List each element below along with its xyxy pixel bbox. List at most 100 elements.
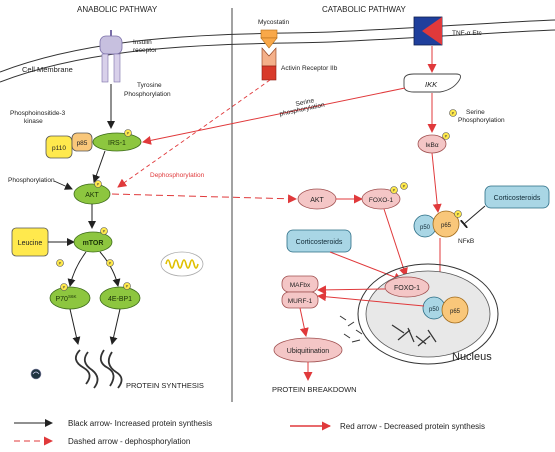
cell-membrane-label: Cell Membrane	[22, 65, 73, 74]
protein-synthesis-label: PROTEIN SYNTHESIS	[126, 381, 204, 390]
irs1-node	[92, 132, 142, 152]
protein-breakdown-label: PROTEIN BREAKDOWN	[272, 385, 357, 394]
dashed-arrow-activin-akt	[117, 79, 271, 188]
arrow-nfkb-murf1	[317, 292, 425, 307]
activin-receptor-label: Activin Receptor IIb	[281, 65, 338, 72]
phospho-marker-label-0: P	[127, 131, 130, 136]
arrow-ikk-irs1	[142, 87, 406, 145]
akt-right-label: AKT	[310, 197, 324, 204]
ikk-label: IKK	[425, 80, 438, 89]
phospho-marker-6	[123, 282, 131, 290]
ubiquitination-label: Ubiquitination	[287, 348, 330, 355]
nucleus-outer	[357, 263, 499, 365]
phospho-marker-label-7: P	[452, 111, 455, 116]
arrow-mtor-p70	[67, 251, 87, 287]
phospho-marker-label-5: P	[63, 285, 66, 290]
foxo-nuc-node	[384, 276, 430, 298]
arrow-p70-ribosome	[69, 308, 81, 345]
serine-right-label-1: Serine	[466, 109, 485, 116]
dephosphorylation-label: Dephosphorylation	[150, 172, 205, 179]
mafbx-label: MAFbx	[290, 282, 311, 289]
serine-right-label-2: Phosphorylation	[458, 117, 505, 124]
p85-label: p85	[77, 140, 88, 147]
phosphorylation-label: Phosphorylation	[8, 177, 55, 184]
catabolic-header: CATABOLIC PATHWAY	[322, 5, 407, 14]
p70-label-sup: S6K	[68, 294, 77, 299]
organelle-icon	[30, 368, 42, 380]
arrow-cortico-foxo	[329, 251, 403, 282]
protein-strands-icon	[74, 349, 123, 389]
insulin-receptor-label-2: receptor	[133, 47, 158, 54]
pi3k-label-1: Phosphoinositide-3	[10, 110, 66, 117]
phospho-marker-label-1: P	[97, 182, 100, 187]
phospho-marker-label-4: P	[109, 261, 112, 266]
ikba-label: IκBα	[425, 142, 438, 149]
dashed-arrow-akt-akt	[111, 193, 297, 204]
nucleus-label: Nucleus	[452, 351, 492, 363]
p65-cyto-label: p65	[441, 223, 452, 229]
phospho-marker-label-9: P	[393, 188, 396, 193]
phospho-marker-3	[56, 259, 64, 267]
arrow-4ebp1-ribosome	[109, 308, 121, 345]
legend: Black arrow- Increased protein synthesis…	[14, 419, 485, 446]
mtor-label: mTOR	[83, 240, 104, 247]
chromatin-icon	[391, 324, 437, 347]
foxo-cyto-node	[361, 188, 401, 210]
tyrosine-label-1: Tyrosine	[137, 82, 162, 89]
p50-nuc-label: p50	[429, 307, 440, 313]
phospho-marker-1	[94, 180, 102, 188]
tnf-receptor	[413, 16, 443, 46]
corticosteroids-right-node	[484, 185, 550, 209]
irs1-label: IRS-1	[108, 140, 126, 147]
4ebp1-label: 4E-BP1	[108, 296, 132, 303]
phospho-marker-label-6: P	[126, 284, 129, 289]
arrow-ikba-nfkb	[431, 152, 442, 213]
arrow-phospho-akt	[53, 180, 73, 190]
arrow-cortico-nfkb	[459, 205, 486, 229]
legend-red-text: Red arrow - Decreased protein synthesis	[340, 422, 485, 431]
p50-cyto-label: p50	[420, 225, 431, 231]
phospho-marker-8	[442, 132, 450, 140]
pi3k-label-2: kinase	[24, 118, 43, 125]
p70-label: P70S6K	[56, 294, 77, 303]
phospho-marker-10	[400, 182, 408, 190]
arrow-murf-ubiquitination	[299, 307, 309, 337]
protein-fragments-icon	[339, 315, 363, 343]
corticosteroids-right-label: Corticosteroids	[494, 195, 541, 202]
foxo-nuc-label: FOXO-1	[394, 285, 420, 292]
legend-black-text: Black arrow- Increased protein synthesis	[68, 419, 212, 428]
foxo-cyto-label: FOXO-1	[369, 197, 394, 204]
insulin-receptor-label-1: Insulin	[133, 39, 152, 46]
phospho-marker-4	[106, 259, 114, 267]
arrow-mtor-4ebp1	[99, 251, 121, 287]
p70-label-main: P70	[56, 296, 69, 303]
p65-cyto-node	[432, 210, 460, 238]
tnf-label: TNF-α Etc	[452, 30, 483, 37]
phospho-marker-7	[449, 109, 457, 117]
anabolic-header: ANABOLIC PATHWAY	[77, 5, 158, 14]
mitochondrion-icon	[160, 251, 204, 277]
phospho-marker-9	[390, 186, 398, 194]
nfkb-label: NFκB	[458, 238, 474, 245]
mycostatin-label: Mycostatin	[258, 19, 289, 26]
legend-dashed-text: Dashed arrow - dephosphorylation	[68, 437, 190, 446]
insulin-receptor	[99, 30, 123, 83]
serine-label-1: Serine	[295, 97, 315, 108]
phospho-marker-2	[100, 227, 108, 235]
phospho-marker-label-11: P	[457, 212, 460, 217]
mtor-node	[73, 231, 113, 253]
mycostatin-icon	[260, 29, 278, 49]
phospho-marker-label-10: P	[403, 184, 406, 189]
arrow-foxo-mafbx	[317, 285, 386, 295]
phospho-marker-label-2: P	[103, 229, 106, 234]
arrow-foxo-nucleus	[383, 208, 408, 277]
phospho-marker-0	[124, 129, 132, 137]
corticosteroids-mid-label: Corticosteroids	[296, 239, 343, 246]
tyrosine-label-2: Phosphorylation	[124, 91, 171, 98]
corticosteroids-mid-node	[286, 229, 352, 253]
akt-left-label: AKT	[85, 192, 99, 199]
activin-receptor	[261, 47, 277, 81]
ikk-node	[403, 73, 461, 93]
phospho-marker-5	[60, 283, 68, 291]
